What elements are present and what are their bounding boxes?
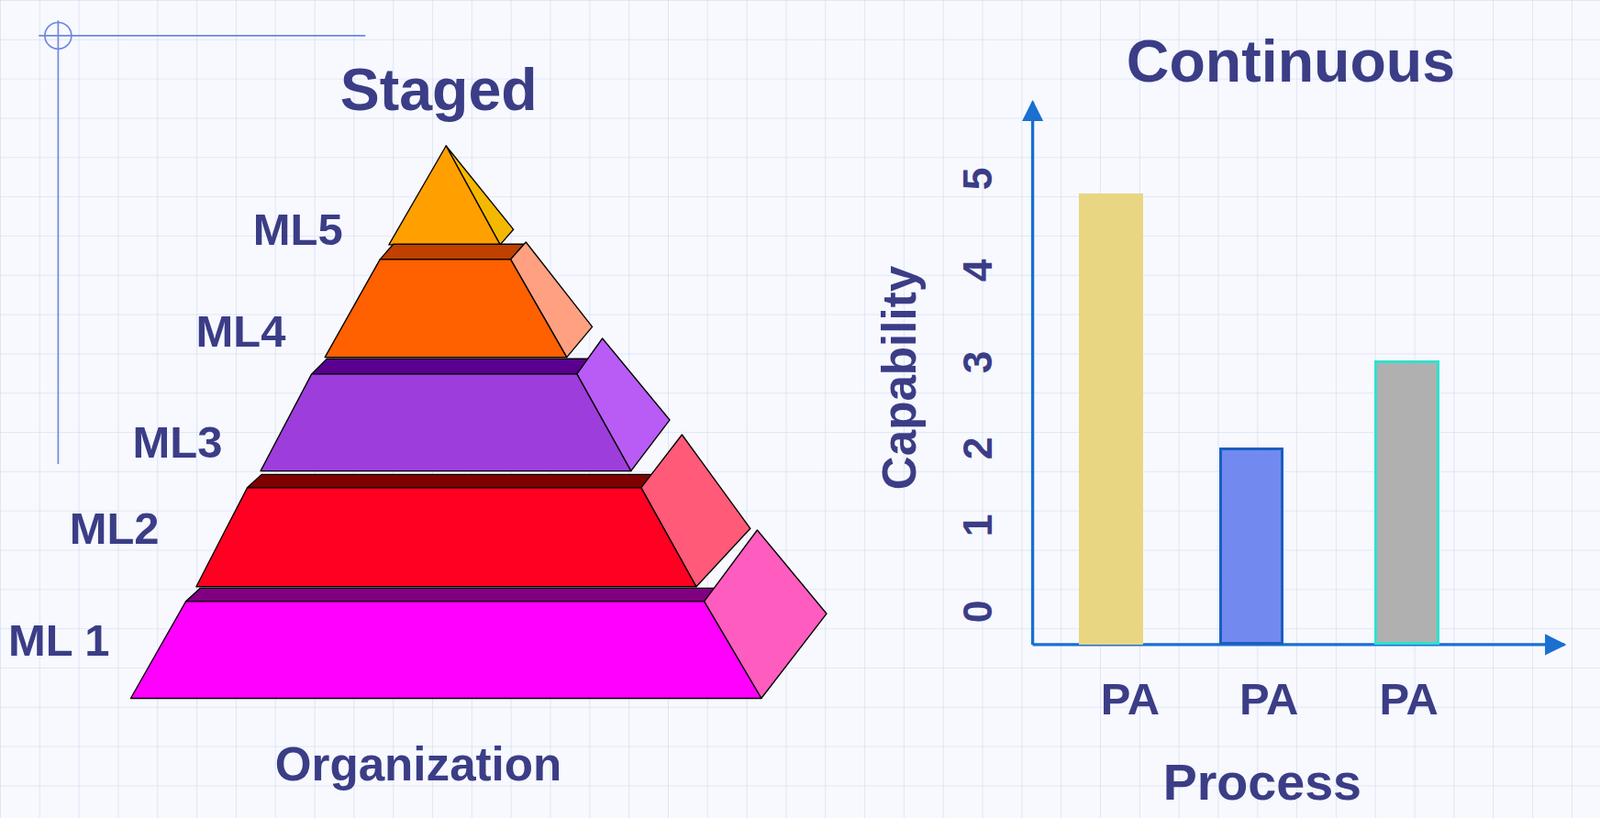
band-shape — [8, 530, 827, 700]
band-face — [185, 588, 716, 602]
maturity-band: ML5 — [253, 145, 514, 245]
process-area-label: PA — [1239, 676, 1299, 722]
band-face — [388, 145, 500, 245]
level-label: ML 1 — [8, 618, 111, 664]
maturity-band: ML3 — [133, 338, 670, 472]
level-label: ML3 — [133, 419, 223, 465]
chart-title: Staged — [340, 60, 538, 121]
capability-bar: PA — [1219, 447, 1284, 645]
axis-title: Capability — [876, 265, 923, 489]
corner-line — [57, 20, 60, 465]
axis-title: Organization — [275, 742, 563, 789]
tick-label: 2 — [956, 437, 998, 461]
axis-title: Process — [1163, 757, 1362, 810]
y-axis — [1031, 101, 1034, 645]
tick-label: 0 — [956, 600, 998, 624]
process-area-label: PA — [1378, 676, 1438, 722]
band-face — [324, 259, 567, 358]
band-face — [260, 374, 632, 472]
band-face — [379, 244, 524, 260]
capability-bar: PA — [1374, 360, 1440, 645]
tick-label: 5 — [956, 166, 998, 190]
band-face — [311, 358, 590, 375]
tick-label: 1 — [956, 513, 998, 537]
tick-label: 3 — [956, 350, 998, 374]
band-face — [196, 488, 697, 588]
maturity-band: ML 1 — [8, 530, 827, 700]
level-label: ML4 — [196, 309, 287, 355]
capability-bar: PA — [1078, 193, 1144, 645]
process-area-label: PA — [1100, 676, 1160, 722]
band-face — [130, 601, 761, 700]
level-label: ML2 — [69, 506, 160, 552]
tick-label: 4 — [956, 258, 998, 282]
corner-line — [38, 34, 366, 37]
chart-title: Continuous — [1126, 31, 1456, 91]
maturity-band: ML4 — [196, 242, 593, 358]
band-face — [246, 474, 654, 488]
corner-circle — [44, 22, 72, 49]
level-label: ML5 — [253, 207, 344, 253]
